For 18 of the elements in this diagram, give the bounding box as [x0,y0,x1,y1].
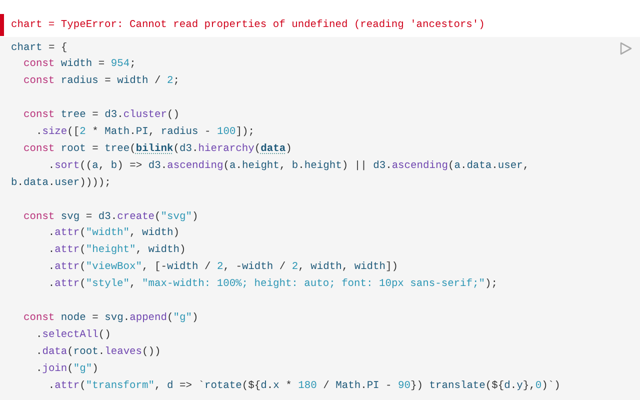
code-line: const tree = d3.cluster() [22,108,181,124]
code-line: .size([2 * Math.PI, radius - 100]); [34,125,256,140]
code-line: .attr("width", width) [47,226,180,242]
code-line: .attr("viewBox", [-width / 2, -width / 2, width, width]) [47,260,399,276]
code-line: .attr("height", width) [47,243,187,258]
code-line: .attr("style", "max-width: 100%; height: auto; font: 10px sans-serif;"); [47,277,498,292]
code-line: .sort((a, b) => d3.ascending(a.height, b.height) || d3.ascending(a.data.user, b.data.user)))); [11,158,530,191]
code-line: .attr("transform", d => `rotate(${d.x * 180 / Math.PI - 90}) translate(${d.y},0)`) [47,378,562,394]
code-line: .data(root.leaves()) [34,344,162,360]
code-line: const node = svg.append("g") [22,310,200,326]
code-line: .selectAll() [34,328,112,343]
code-line: const svg = d3.create("svg") [22,210,200,225]
code-line: const width = 954; [22,57,137,72]
code-line: .join("g") [34,362,100,377]
code-line: const radius = width / 2; [22,74,181,90]
code-line: chart = { [11,40,68,56]
code-line: const root = tree(bilink(d3.hierarchy(data) [22,142,293,157]
error-message: chart = TypeError: Cannot read properties of undefined (reading 'ancestors') [11,18,486,33]
